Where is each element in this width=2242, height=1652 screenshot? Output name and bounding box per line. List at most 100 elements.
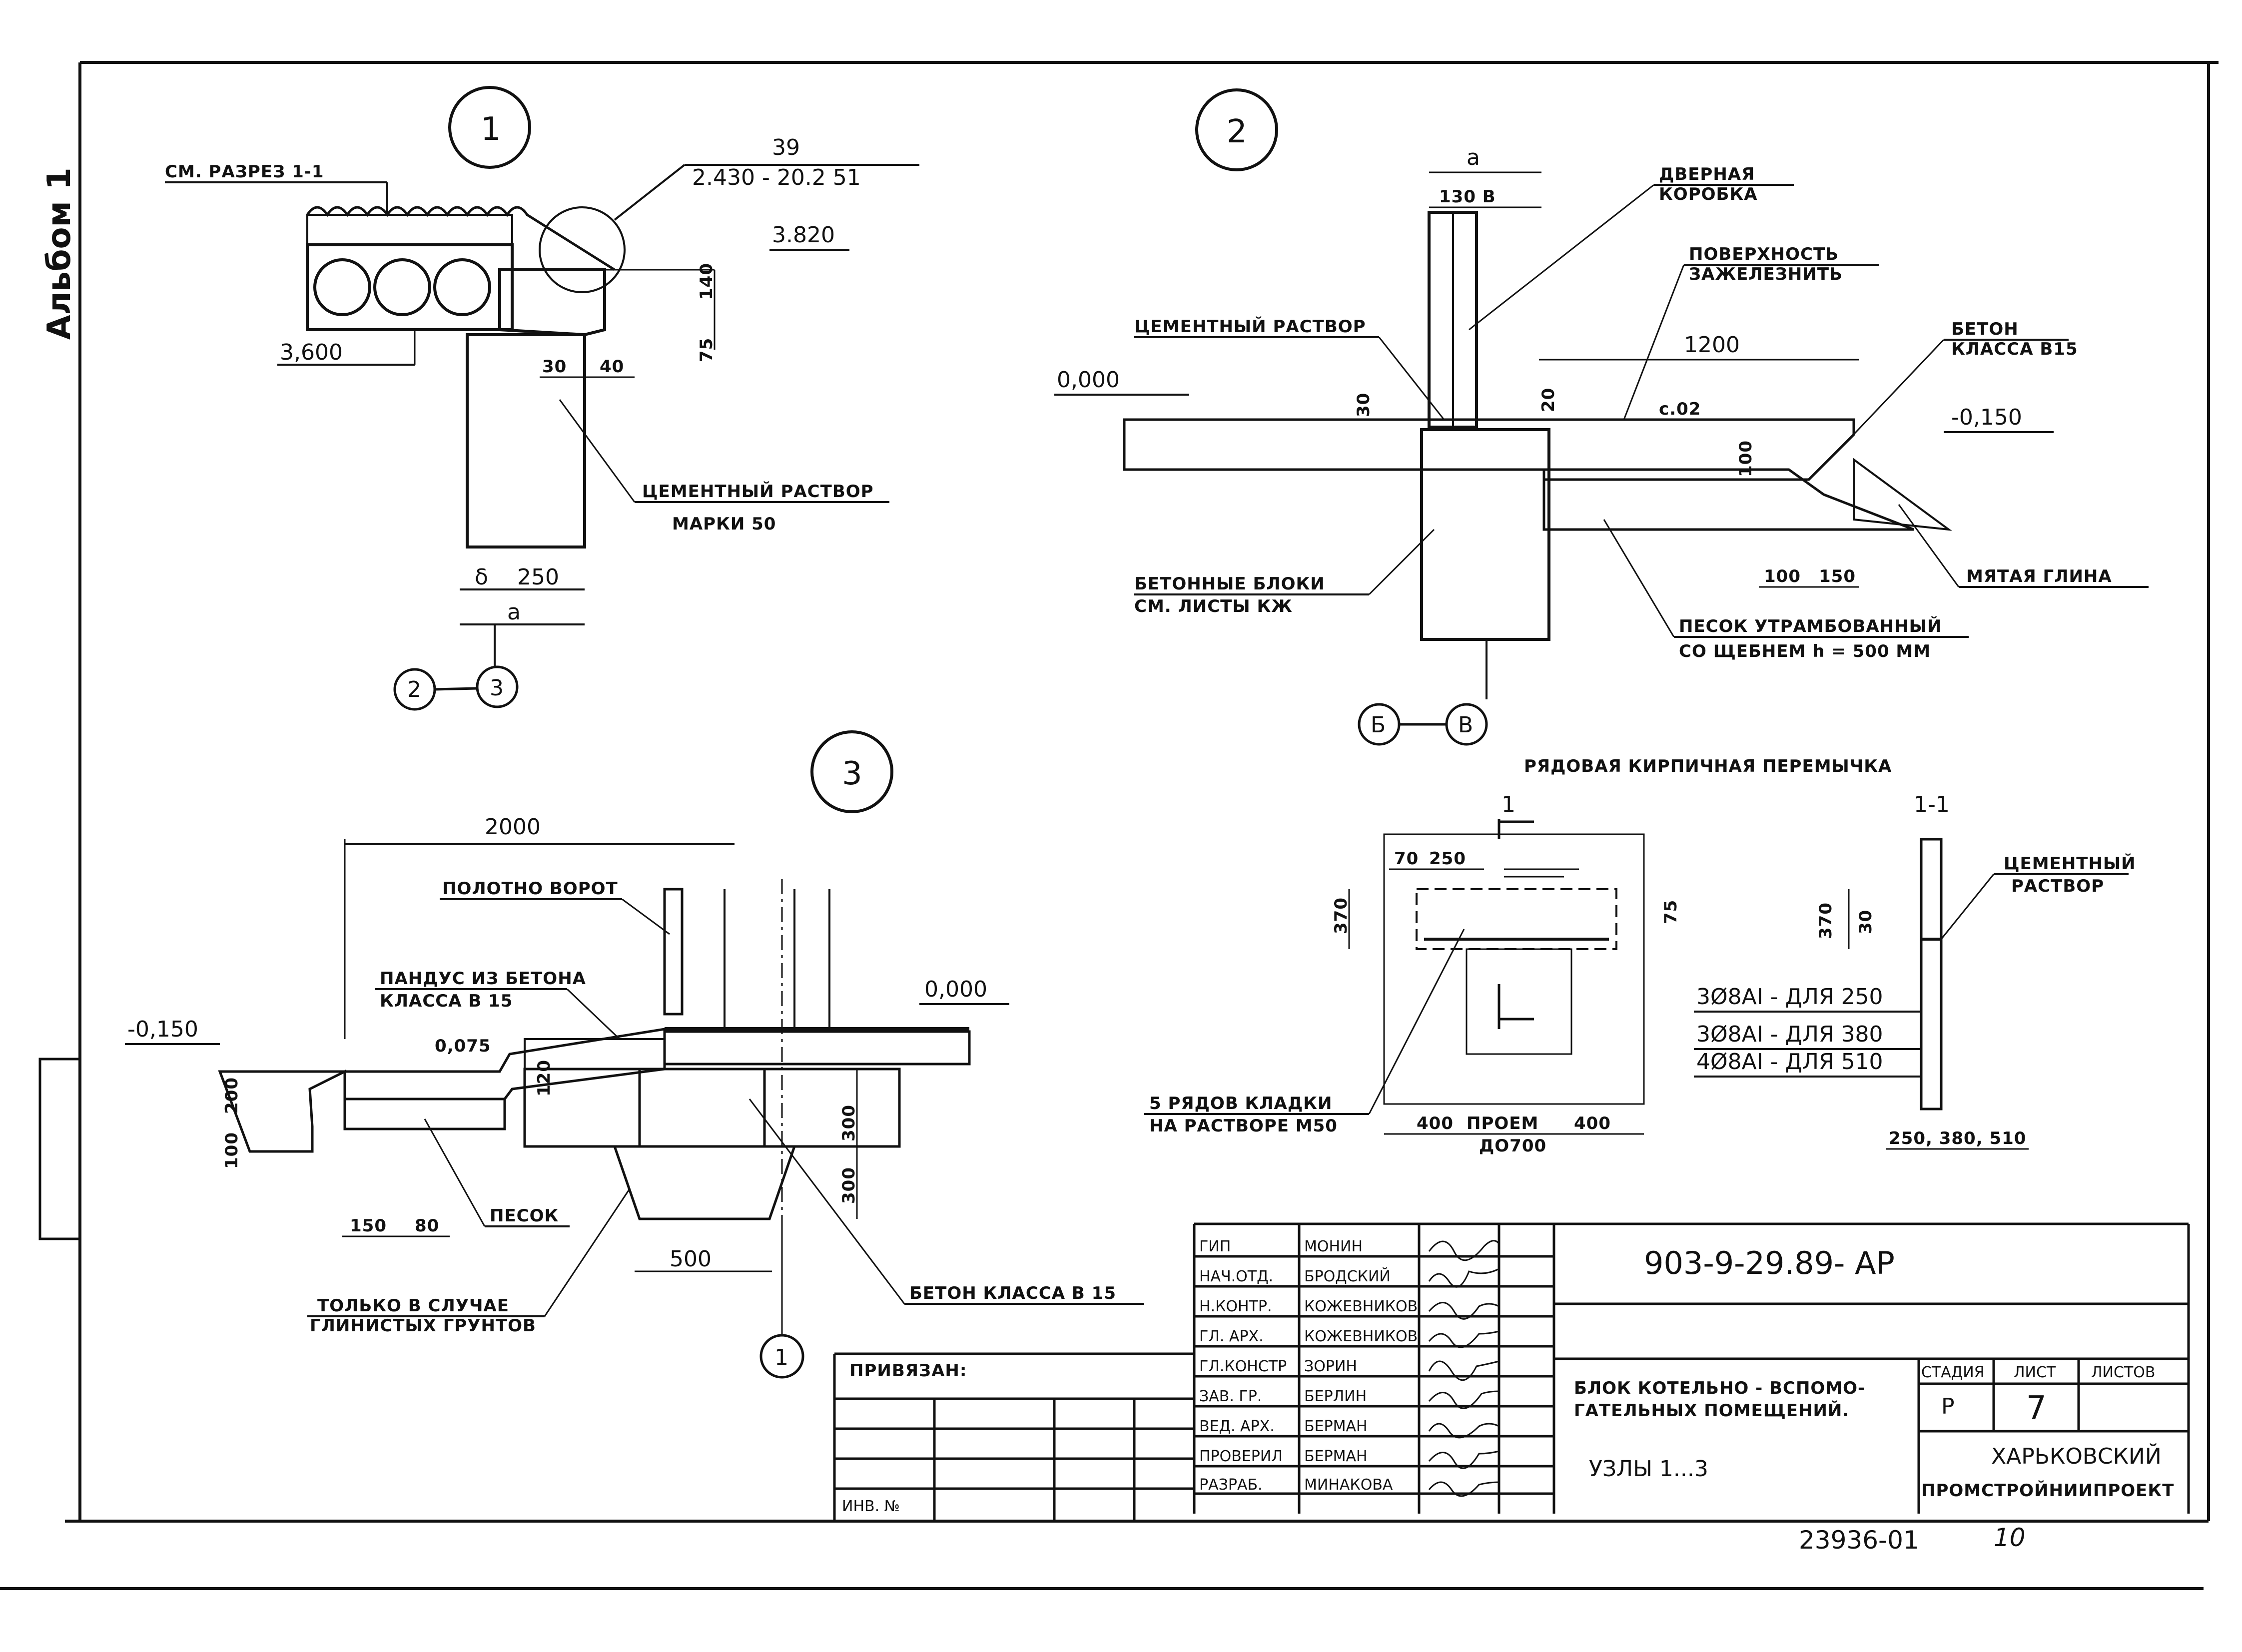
lintel-dim-400a: 400 (1417, 1113, 1454, 1133)
d1-ref-code: 2.430 - 20.2 51 (692, 165, 861, 190)
section-dim-30: 30 (1856, 910, 1876, 934)
d1-ref-num: 39 (772, 135, 800, 160)
tb-code: 903-9-29.89- АР (1644, 1245, 1895, 1281)
tb-names: МОНИН БРОДСКИЙ КОЖЕВНИКОВ КОЖЕВНИКОВ ЗОР… (1304, 1238, 1418, 1494)
tb-role: ГЛ. АРХ. (1199, 1328, 1264, 1345)
d2-surface-2: ЗАЖЕЛЕЗНИТЬ (1689, 264, 1843, 284)
d2-blocks-2: СМ. ЛИСТЫ КЖ (1134, 596, 1293, 616)
d2-dim-150: 150 (1819, 566, 1856, 586)
d1-elev-left: 3,600 (280, 340, 343, 365)
tb-sheet-label: ЛИСТ (2014, 1364, 2056, 1381)
d1-mortar-1: ЦЕМЕНТНЫЙ РАСТВОР (642, 481, 874, 502)
d3-dim-300a: 300 (839, 1104, 859, 1141)
d2-concrete-2: КЛАССА В15 (1951, 339, 2078, 359)
tb-role: ГЛ.КОНСТР (1199, 1358, 1287, 1375)
tb-name: БЕРМАН (1304, 1418, 1368, 1435)
d2-blocks-1: БЕТОННЫЕ БЛОКИ (1134, 574, 1325, 594)
tb-stage: Р (1941, 1394, 1955, 1419)
section-rebar-2: 3Ø8AI - ДЛЯ 380 (1696, 1022, 1883, 1047)
lintel-dim-400b: 400 (1574, 1113, 1611, 1133)
tb-signatures (1428, 1240, 1500, 1497)
lintel-detail: РЯДОВАЯ КИРПИЧНАЯ ПЕРЕМЫЧКА 1 70 250 370… (1144, 756, 1891, 1156)
section-rebar-3: 4Ø8AI - ДЛЯ 510 (1696, 1049, 1883, 1075)
d3-only-1: ТОЛЬКО В СЛУЧАЕ (317, 1296, 509, 1316)
tb-org-1: ХАРЬКОВСКИЙ (1991, 1443, 2162, 1469)
tb-name: ЗОРИН (1304, 1358, 1357, 1375)
d2-concrete-1: БЕТОН (1951, 319, 2019, 339)
detail-2-bubble (1195, 88, 1278, 171)
section-cement-2: РАСТВОР (2011, 876, 2104, 896)
lintel-dim-70: 70 (1394, 849, 1419, 869)
d3-concrete: БЕТОН КЛАССА В 15 (909, 1283, 1116, 1303)
section-rebar-1: 3Ø8AI - ДЛЯ 250 (1696, 984, 1883, 1010)
tb-inv: ИНВ. № (842, 1498, 900, 1515)
d1-mortar-2: МАРКИ 50 (672, 514, 776, 534)
d2-sand-1: ПЕСОК УТРАМБОВАННЫЙ (1679, 616, 1942, 636)
title-block (833, 1222, 2190, 1521)
tb-name: МИНАКОВА (1304, 1476, 1393, 1494)
d3-dim-100: 100 (222, 1132, 242, 1169)
d2-dim-100: 100 (1764, 566, 1801, 586)
d2-axis-left: Б (1371, 712, 1386, 738)
tb-name: КОЖЕВНИКОВ (1304, 1298, 1418, 1315)
lintel-to: ДО700 (1479, 1136, 1546, 1156)
d3-dim-500: 500 (670, 1246, 712, 1272)
d2-dim-1200: 1200 (1684, 332, 1740, 358)
d1-dim-delta: δ (475, 564, 488, 590)
d3-elev-000: 0,000 (924, 977, 987, 1002)
d1-axis-left: 2 (407, 677, 421, 702)
tb-stage-label: СТАДИЯ (1921, 1364, 1985, 1381)
tb-sheet: 7 (2026, 1390, 2047, 1427)
lintel-rows-2: НА РАСТВОРЕ М50 (1149, 1116, 1338, 1136)
d2-door-frame-2: КОРОБКА (1659, 184, 1758, 204)
d3-elev-m150: -0,150 (127, 1017, 198, 1042)
d2-elev-m150: -0,150 (1951, 405, 2022, 430)
d2-cement: ЦЕМЕНТНЫЙ РАСТВОР (1134, 316, 1366, 337)
d3-dim-80: 80 (415, 1216, 439, 1236)
tb-name: БЕРМАН (1304, 1448, 1368, 1465)
detail-3-number: 3 (842, 755, 862, 792)
d3-only-2: ГЛИНИСТЫХ ГРУНТОВ (310, 1316, 536, 1336)
tb-object-1: БЛОК КОТЕЛЬНО - ВСПОМО- (1574, 1378, 1865, 1398)
d3-slope: 0,075 (435, 1036, 491, 1056)
d1-see-section: СМ. РАЗРЕЗ 1-1 (165, 162, 324, 182)
tb-sheet-title: УЗЛЫ 1...3 (1589, 1456, 1708, 1482)
d1-elev-top: 3.820 (772, 222, 835, 248)
d2-dim-130: 130 В (1439, 187, 1496, 207)
d2-slope: с.02 (1659, 399, 1701, 419)
d2-surface-1: ПОВЕРХНОСТЬ (1689, 244, 1839, 264)
d3-axis: 1 (774, 1345, 788, 1370)
d3-ramp-1: ПАНДУС ИЗ БЕТОНА (380, 969, 586, 989)
tb-tied: ПРИВЯЗАН: (849, 1361, 967, 1381)
detail-2: 2 a 130 В ДВЕРНАЯ КОРОБКА ПОВЕРХНОСТЬ ЗА… (1054, 88, 2149, 746)
detail-1: 1 СМ. РАЗРЕЗ 1-1 39 2.430 - 20.2 51 3.82… (165, 86, 919, 711)
d2-dim-30: 30 (1354, 393, 1374, 417)
d2-door-frame-1: ДВЕРНАЯ (1659, 164, 1755, 184)
detail-1-bubble (448, 86, 531, 169)
tb-name: МОНИН (1304, 1238, 1363, 1255)
d2-elev-000: 0,000 (1057, 367, 1120, 393)
tb-role: ПРОВЕРИЛ (1199, 1448, 1283, 1465)
d2-dim-a: a (1467, 145, 1480, 170)
tb-role: ЗАВ. ГР. (1199, 1388, 1262, 1405)
tb-role: ВЕД. АРХ. (1199, 1418, 1275, 1435)
d3-ramp-2: КЛАССА В 15 (380, 991, 513, 1011)
section-dim-370: 370 (1816, 902, 1836, 939)
lintel-cut: 1 (1501, 792, 1515, 817)
tb-role: Н.КОНТР. (1199, 1298, 1272, 1315)
d3-dim-2000: 2000 (485, 814, 541, 840)
tb-name: КОЖЕВНИКОВ (1304, 1328, 1418, 1345)
d1-dim-75: 75 (697, 338, 717, 362)
tb-sheets-label: ЛИСТОВ (2091, 1364, 2155, 1381)
d2-axis-right: В (1458, 712, 1473, 738)
tb-org-2: ПРОМСТРОЙНИИПРОЕКТ (1921, 1480, 2174, 1501)
lintel-opening: ПРОЕМ (1467, 1113, 1538, 1133)
d3-gate: ПОЛОТНО ВОРОТ (442, 879, 618, 899)
d3-sand: ПЕСОК (490, 1206, 559, 1226)
d1-dim-250: 250 (517, 564, 559, 590)
footer-code: 23936-01 (1799, 1526, 1919, 1555)
tb-roles: ГИП НАЧ.ОТД. Н.КОНТР. ГЛ. АРХ. ГЛ.КОНСТР… (1199, 1238, 1287, 1494)
detail-3: 3 2000 ПОЛОТНО ВОРОТ ПАНДУС ИЗ БЕТОНА КЛ… (125, 730, 1144, 1379)
lintel-dim-370: 370 (1331, 897, 1351, 934)
